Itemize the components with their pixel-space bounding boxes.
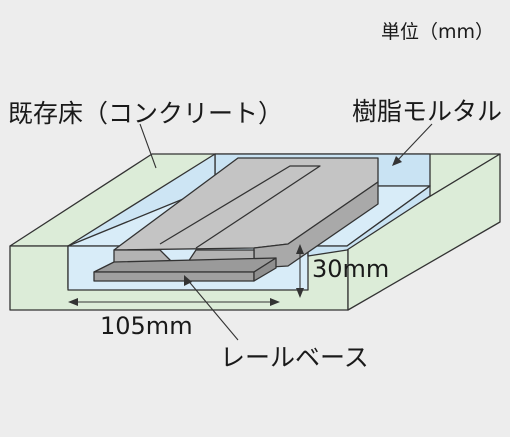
height-dimension-label: 30mm	[312, 255, 389, 283]
base-leader-arrow	[184, 275, 192, 286]
floor-leader-line	[139, 123, 157, 169]
width-arrow-left	[68, 298, 78, 306]
rail-base-plate	[93, 257, 277, 282]
base-plate-side	[253, 257, 277, 282]
height-arrow-top	[296, 244, 304, 254]
dimension-lines	[68, 244, 304, 306]
width-arrow-right	[270, 298, 280, 306]
existing-floor-label: 既存床（コンクリート）	[8, 99, 283, 128]
resin-mortar-label: 樹脂モルタル	[352, 97, 502, 126]
mortar-leader-arrow	[392, 156, 402, 166]
width-dimension-label: 105mm	[100, 312, 193, 340]
mortar-leader-line	[395, 123, 433, 163]
height-arrow-bottom	[296, 288, 304, 298]
rail-base-label: レールベース	[220, 343, 369, 372]
base-plate-front	[93, 271, 255, 282]
rail-groove-line	[159, 165, 321, 249]
concrete-side-face	[347, 153, 501, 311]
leader-lines	[139, 123, 433, 341]
base-leader-line	[185, 277, 239, 341]
mortar-side-ledge	[307, 185, 431, 257]
unit-label: 単位（mm）	[381, 21, 494, 43]
